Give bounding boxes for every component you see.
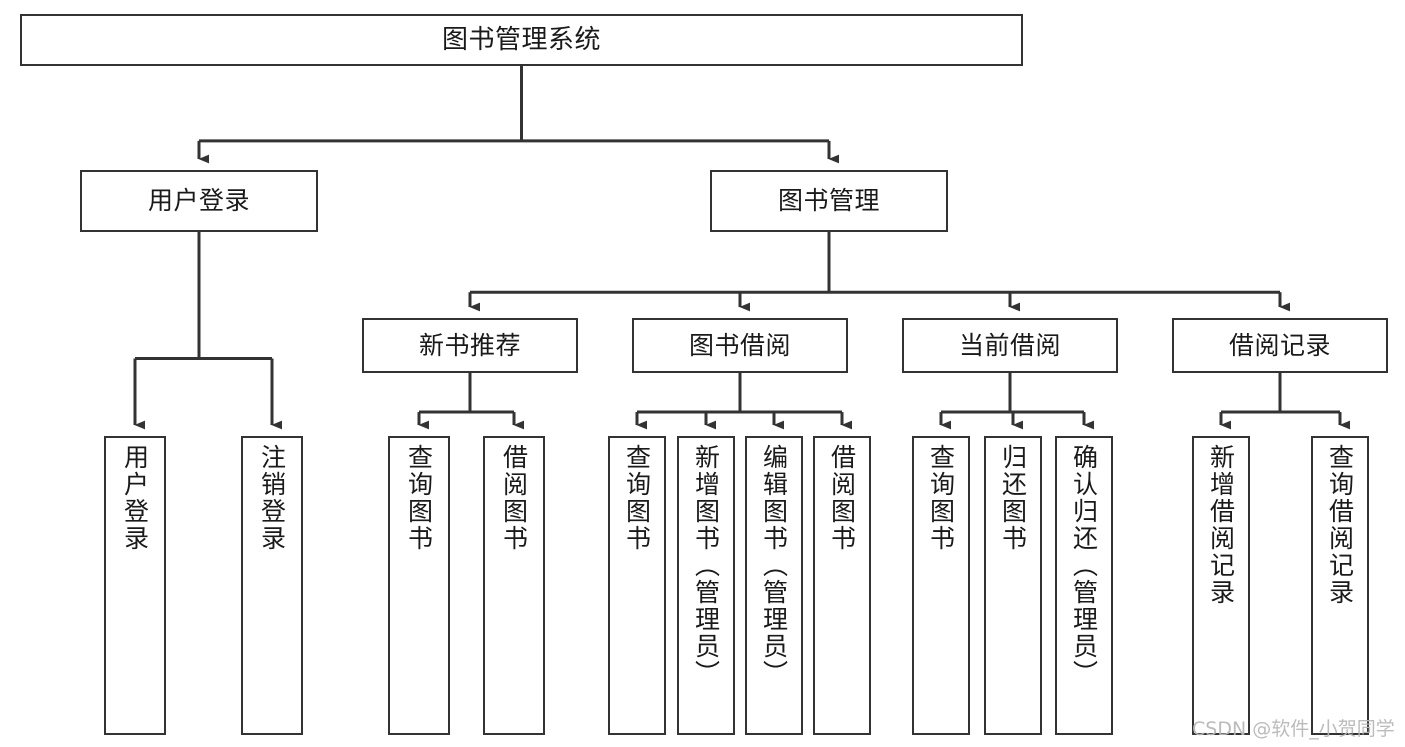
node-label-leaf-add-book-admin: 新增图书（管理员）: [691, 444, 721, 687]
node-leaf-add-book-admin[interactable]: 新增图书（管理员）: [677, 436, 735, 735]
node-leaf-add-borrow-record[interactable]: 新增借阅记录: [1192, 436, 1250, 735]
node-leaf-return-book[interactable]: 归还图书: [984, 436, 1042, 735]
node-leaf-confirm-return-admin[interactable]: 确认归还（管理员）: [1055, 436, 1113, 735]
node-leaf-user-login[interactable]: 用户登录: [104, 436, 166, 735]
node-label-leaf-borrow-book: 借阅图书: [827, 444, 857, 552]
node-current-borrow[interactable]: 当前借阅: [902, 318, 1118, 373]
node-label-leaf-query-book-recommend: 查询图书: [404, 444, 434, 552]
node-label-leaf-query-book-borrow: 查询图书: [622, 444, 652, 552]
node-leaf-query-book-borrow[interactable]: 查询图书: [608, 436, 666, 735]
csdn-watermark: CSDN @软件_小贺同学: [1192, 718, 1395, 740]
node-label-leaf-return-book: 归还图书: [998, 444, 1028, 552]
node-leaf-borrow-book[interactable]: 借阅图书: [813, 436, 871, 735]
node-leaf-query-book-current[interactable]: 查询图书: [912, 436, 970, 735]
node-label-book-borrow: 图书借阅: [688, 330, 791, 360]
node-leaf-edit-book-admin[interactable]: 编辑图书（管理员）: [745, 436, 803, 735]
node-new-book-recommend[interactable]: 新书推荐: [362, 318, 578, 373]
node-label-leaf-query-borrow-record: 查询借阅记录: [1325, 444, 1355, 606]
node-label-leaf-query-book-current: 查询图书: [926, 444, 956, 552]
node-label-leaf-confirm-return-admin: 确认归还（管理员）: [1069, 444, 1099, 687]
node-leaf-logout-login[interactable]: 注销登录: [241, 436, 303, 735]
node-label-current-borrow: 当前借阅: [958, 330, 1061, 360]
node-label-borrow-record: 借阅记录: [1228, 330, 1331, 360]
node-label-leaf-edit-book-admin: 编辑图书（管理员）: [759, 444, 789, 687]
node-label-new-book-recommend: 新书推荐: [418, 330, 521, 360]
node-borrow-record[interactable]: 借阅记录: [1172, 318, 1388, 373]
node-label-leaf-logout-login: 注销登录: [257, 444, 287, 552]
node-book-borrow[interactable]: 图书借阅: [632, 318, 848, 373]
node-book-management[interactable]: 图书管理: [710, 170, 948, 232]
node-label-leaf-borrow-book-recommend: 借阅图书: [499, 444, 529, 552]
node-label-leaf-user-login: 用户登录: [120, 444, 150, 552]
node-label-user-login: 用户登录: [147, 186, 250, 216]
node-root[interactable]: 图书管理系统: [20, 14, 1023, 66]
node-leaf-query-book-recommend[interactable]: 查询图书: [388, 436, 450, 735]
node-user-login[interactable]: 用户登录: [80, 170, 318, 232]
node-label-root: 图书管理系统: [441, 24, 601, 55]
node-leaf-query-borrow-record[interactable]: 查询借阅记录: [1311, 436, 1369, 735]
node-leaf-borrow-book-recommend[interactable]: 借阅图书: [483, 436, 545, 735]
node-label-book-management: 图书管理: [777, 186, 880, 216]
node-label-leaf-add-borrow-record: 新增借阅记录: [1206, 444, 1236, 606]
